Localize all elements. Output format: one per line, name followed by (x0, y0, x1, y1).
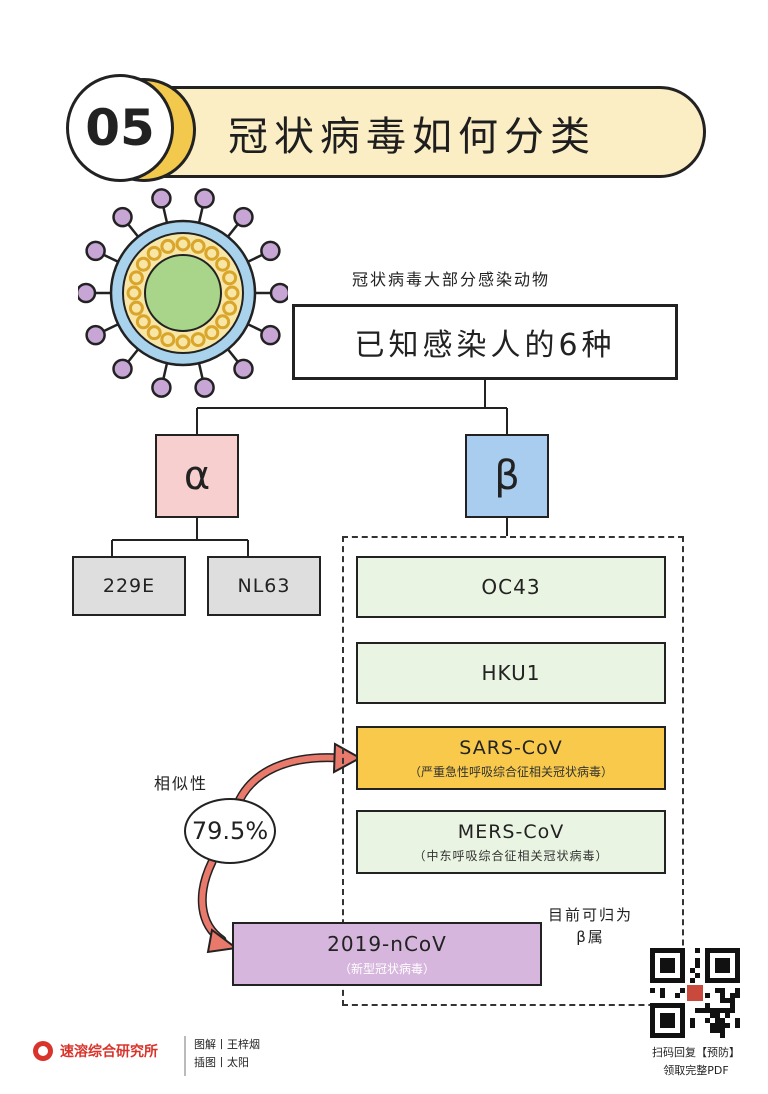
title-banner (118, 86, 706, 178)
virus-mers-cov-box: MERS-CoV （中东呼吸综合征相关冠状病毒） (356, 810, 666, 874)
animals-caption: 冠状病毒大部分感染动物 (352, 270, 551, 289)
virus-oc43-box: OC43 (356, 556, 666, 618)
alpha-genus-box: α (155, 434, 239, 518)
beta-group-border (342, 536, 684, 1006)
virus-hku1-box: HKU1 (356, 642, 666, 704)
credit-illustration: 图解丨王梓烟 (194, 1038, 260, 1051)
similarity-label: 相似性 (154, 774, 209, 793)
mers-cov-name: MERS-CoV (457, 820, 565, 843)
qr-line2: 领取完整PDF (663, 1064, 729, 1077)
qr-code-icon[interactable] (650, 948, 740, 1038)
brand-logo: 速溶综合研究所 (32, 1040, 158, 1062)
beta-classification-note: 目前可归为 β属 (548, 904, 633, 948)
known-human-coronaviruses-box: 已知感染人的6种 (292, 304, 678, 380)
qr-instructions: 扫码回复【预防】 领取完整PDF (646, 1044, 746, 1080)
credits: 图解丨王梓烟 插图丨太阳 (194, 1036, 260, 1072)
brand-seal-icon (33, 1041, 53, 1061)
virus-229e-box: 229E (72, 556, 186, 616)
virus-nl63-box: NL63 (207, 556, 321, 616)
virus-2019-ncov-box: 2019-nCoV （新型冠状病毒） (232, 922, 542, 986)
similarity-value: 79.5% (184, 798, 276, 864)
coronavirus-icon (78, 188, 288, 398)
ncov-note: （新型冠状病毒） (338, 961, 435, 976)
beta-note-line1: 目前可归为 (548, 906, 634, 924)
sars-cov-note: （严重急性呼吸综合征相关冠状病毒） (408, 764, 613, 779)
beta-genus-box: β (465, 434, 549, 518)
virus-sars-cov-box: SARS-CoV （严重急性呼吸综合征相关冠状病毒） (356, 726, 666, 790)
beta-note-line2: β属 (576, 928, 605, 946)
page-title: 冠状病毒如何分类 (228, 114, 596, 160)
mers-cov-note: （中东呼吸综合征相关冠状病毒） (413, 848, 609, 863)
qr-line1: 扫码回复【预防】 (652, 1046, 740, 1059)
section-number: 05 (66, 74, 174, 182)
ncov-name: 2019-nCoV (327, 931, 447, 956)
footer-divider (184, 1036, 186, 1076)
credit-drawing: 插图丨太阳 (194, 1056, 249, 1069)
sars-cov-name: SARS-CoV (459, 736, 563, 759)
brand-name: 速溶综合研究所 (60, 1044, 158, 1060)
